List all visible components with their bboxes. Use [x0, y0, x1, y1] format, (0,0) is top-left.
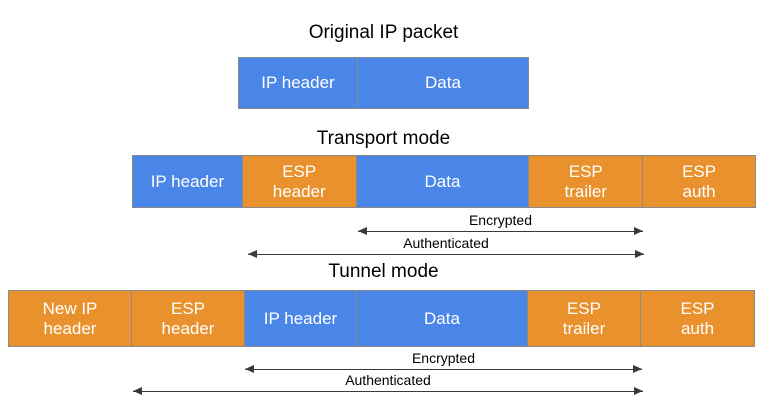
field-label: Data: [425, 73, 461, 92]
section-title-original: Original IP packet: [308, 22, 459, 43]
arrow-line: [248, 254, 644, 255]
field-label: IP header: [150, 171, 225, 191]
arrow-head-right-icon: [635, 250, 644, 258]
arrow-head-right-icon: [634, 387, 643, 395]
field-tunnel-ip-header: IP header: [244, 290, 357, 347]
annotation-label-transport-authenticated: Authenticated: [403, 235, 489, 251]
field-tunnel-data: Data: [356, 290, 528, 347]
field-label: IP header: [263, 308, 338, 328]
arrow-head-left-icon: [245, 365, 254, 373]
arrow-line: [133, 391, 643, 392]
arrow-head-right-icon: [634, 227, 643, 235]
annotation-label-transport-encrypted: Encrypted: [468, 212, 533, 228]
field-label: Data: [424, 308, 460, 328]
field-transport-data: Data: [355, 155, 530, 208]
field-original-ip-header: IP header: [238, 57, 358, 109]
arrow-line: [358, 231, 643, 232]
packet-row-original: IP header Data: [238, 57, 529, 109]
arrow-head-right-icon: [633, 365, 642, 373]
annotation-label-tunnel-authenticated: Authenticated: [345, 372, 431, 388]
section-title-transport: Transport mode: [316, 128, 451, 149]
arrow-head-left-icon: [358, 227, 367, 235]
field-transport-ip-header: IP header: [132, 155, 243, 208]
arrow-head-left-icon: [248, 250, 257, 258]
arrow-line: [245, 369, 642, 370]
field-original-data: Data: [357, 57, 529, 109]
field-label: Data: [424, 171, 461, 191]
annotation-label-tunnel-encrypted: Encrypted: [411, 350, 476, 366]
section-title-tunnel: Tunnel mode: [328, 261, 439, 282]
field-label: IP header: [261, 73, 335, 92]
arrow-head-left-icon: [133, 387, 142, 395]
